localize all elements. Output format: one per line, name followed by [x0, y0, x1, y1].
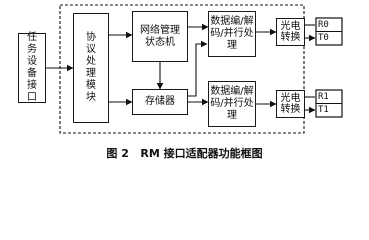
port-t0-label: T0 [318, 33, 329, 43]
figure-caption: 图 2 RM 接口适配器功能框图 [106, 147, 263, 160]
network-state-machine-block: 网络管理状态机 [132, 11, 188, 62]
optical-top-label: 光电转换 [280, 21, 301, 43]
storage-label: 存储器 [145, 96, 175, 107]
optical-bottom-label: 光电转换 [280, 93, 301, 115]
protocol-module-block: 协议处理模块 [73, 13, 109, 123]
port-t1-label: T1 [318, 105, 329, 115]
port-r1-label: R1 [318, 92, 329, 102]
task-interface-label: 任务设备接口 [27, 32, 37, 103]
diagram-canvas [39, 4, 343, 134]
optical-top-block: 光电转换 [276, 18, 305, 46]
port-r0-label: R0 [318, 20, 329, 30]
network-state-machine-label: 网络管理状态机 [140, 24, 180, 48]
optical-bottom-block: 光电转换 [276, 90, 305, 118]
storage-block: 存储器 [132, 89, 188, 115]
codec-bottom-block: 数据编/解码/并行处理 [208, 81, 256, 127]
codec-top-label: 数据编/解码/并行处理 [210, 16, 254, 51]
protocol-module-label: 协议处理模块 [86, 32, 96, 103]
task-interface-block: 任务设备接口 [18, 32, 46, 103]
arrow-storage-codec-top [188, 40, 208, 97]
codec-bottom-label: 数据编/解码/并行处理 [210, 86, 254, 121]
codec-top-block: 数据编/解码/并行处理 [208, 11, 256, 57]
